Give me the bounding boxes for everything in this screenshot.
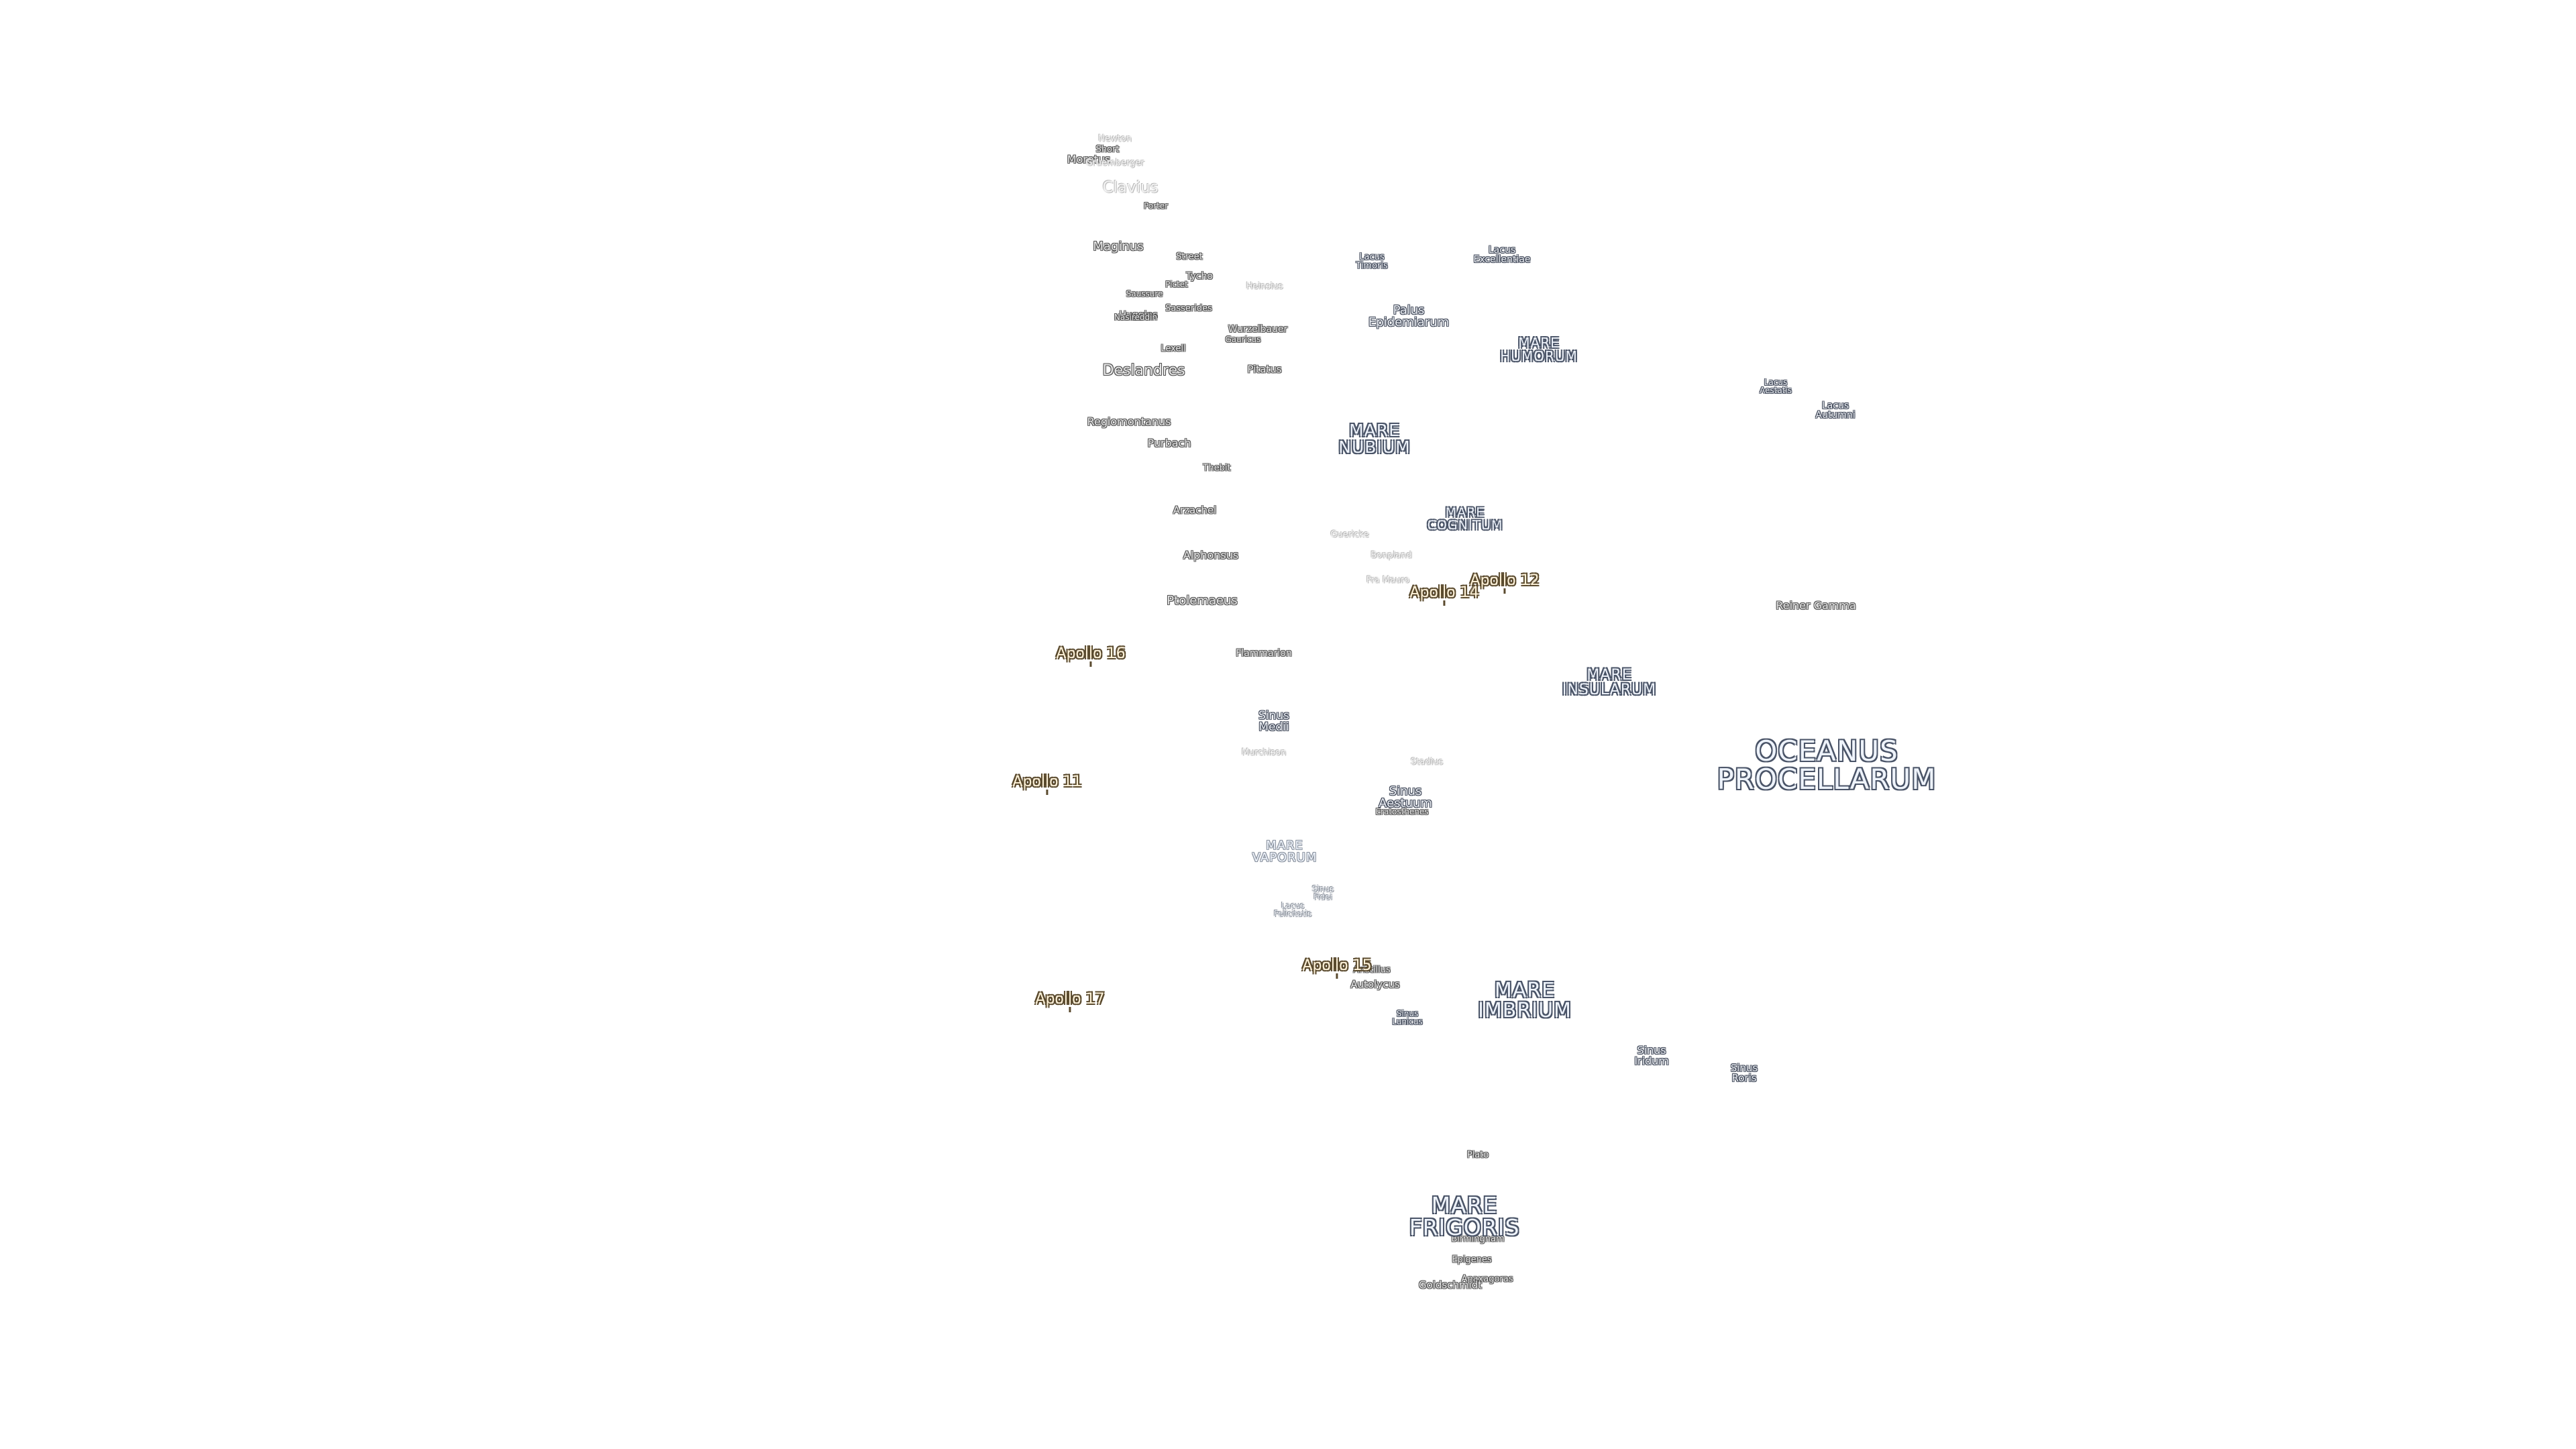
mare-label-frigoris: MARE FRIGORIS [1409,1192,1520,1240]
crater-label-maginus: Maginus [1093,239,1144,254]
crater-label-arzachel: Arzachel [1173,504,1217,517]
mare-label-nubium: MARE NUBIUM [1338,421,1411,457]
crater-label-aristillus: Aristillus [1353,965,1391,975]
crater-label-bonpland: Bonpland [1371,550,1412,561]
crater-label-birmingham: Birmingham [1451,1234,1505,1244]
lake-label-sinus-iridum: Sinus Iridum [1634,1044,1669,1067]
apollo-16-marker[interactable]: Apollo 16 [1056,645,1126,667]
apollo-15-marker[interactable]: Apollo 15 [1302,957,1372,979]
lake-label-palus-epidemiarum: Palus Epidemiarum [1368,303,1450,329]
crater-label-porter: Porter [1143,201,1169,211]
crater-label-pictet: Pictet [1165,280,1188,289]
mare-label-cognitum: MARE COGNITUM [1427,505,1503,533]
crater-label-eratosthenes: Eratosthenes [1375,807,1429,816]
crater-label-sasserides: Sasserides [1165,303,1212,314]
apollo-14-marker[interactable]: Apollo 14 [1409,584,1479,606]
mare-label-imbrium: MARE IMBRIUM [1478,979,1572,1022]
crater-label-goldschmidt: Goldschmidt [1418,1279,1483,1291]
crater-label-thebit: Thebit [1203,463,1231,474]
lake-label-lacus-aestatis: Lacus Aestatis [1760,378,1792,395]
lake-label-lacus-felicitatis: Lacus Felicitatis [1273,901,1312,918]
crater-label-autolycus: Autolycus [1350,978,1400,991]
lake-label-sinus-fidei: Sinus Fidei [1311,884,1334,902]
crater-label-huggins: Huggins [1119,310,1158,321]
crater-label-guericke: Guericke [1330,529,1369,540]
crater-label-gauricus: Gauricus [1225,335,1261,344]
crater-label-purbach: Purbach [1147,437,1191,449]
apollo-11-marker[interactable]: Apollo 11 [1012,773,1082,795]
crater-label-lexell: Lexell [1161,343,1186,354]
crater-label-wurzelbauer: Wurzelbauer [1228,324,1288,335]
crater-label-stadius: Stadius [1410,757,1444,767]
mare-label-humorum: MARE HUMORUM [1500,335,1578,364]
crater-label-plato: Plato [1466,1150,1489,1161]
crater-label-flammarion: Flammarion [1236,648,1292,659]
crater-label-fra-mauro: Fra Mauro [1366,575,1410,586]
crater-label-saussure: Saussure [1126,289,1163,299]
crater-label-epigenes: Epigenes [1452,1254,1492,1265]
crater-label-short: Short [1095,144,1120,155]
crater-label-moretus: Moretus [1067,153,1111,166]
lake-label-lacus-autumni: Lacus Autumni [1815,400,1856,421]
crater-label-pitatus: Pitatus [1247,363,1282,376]
mare-label-oceanus-procellarum: OCEANUS PROCELLARUM [1717,735,1937,796]
apollo-17-marker[interactable]: Apollo 17 [1035,991,1105,1012]
crater-label-murchison: Murchison [1241,747,1287,758]
lake-label-sinus-medii: Sinus Medii [1258,709,1289,734]
lake-label-sinus-aestuum: Sinus Aestuum [1379,784,1432,810]
lake-label-lacus-timoris: Lacus Timoris [1356,252,1388,271]
crater-label-reiner-gamma: Reiner Gamma [1776,599,1856,612]
crater-label-heinsius: Heinsius [1246,281,1283,292]
crater-label-alphonsus: Alphonsus [1183,549,1239,561]
lake-label-lacus-excellentiae: Lacus Excellentiae [1473,245,1531,265]
mare-label-vaporum: MARE VAPORUM [1252,839,1318,865]
crater-label-nasireddin: Nasireddin [1114,313,1158,322]
crater-label-street: Street [1176,252,1203,262]
crater-label-gruemberger: Gruemberger [1085,158,1144,168]
crater-label-regiomontanus: Regiomontanus [1087,415,1171,428]
crater-label-tycho: Tycho [1186,271,1213,282]
crater-label-newton: Newton [1098,133,1132,144]
apollo-12-marker[interactable]: Apollo 12 [1470,572,1540,594]
lake-label-sinus-lunicus: Sinus Lunicus [1392,1009,1423,1026]
crater-label-ptolemaeus: Ptolemaeus [1167,594,1238,608]
crater-label-anaxagoras: Anaxagoras [1461,1274,1513,1285]
mare-label-insularum: MARE INSULARUM [1562,667,1657,698]
lake-label-sinus-roris: Sinus Roris [1730,1062,1758,1084]
crater-label-deslandres: Deslandres [1102,362,1185,379]
crater-label-clavius: Clavius [1102,178,1159,197]
